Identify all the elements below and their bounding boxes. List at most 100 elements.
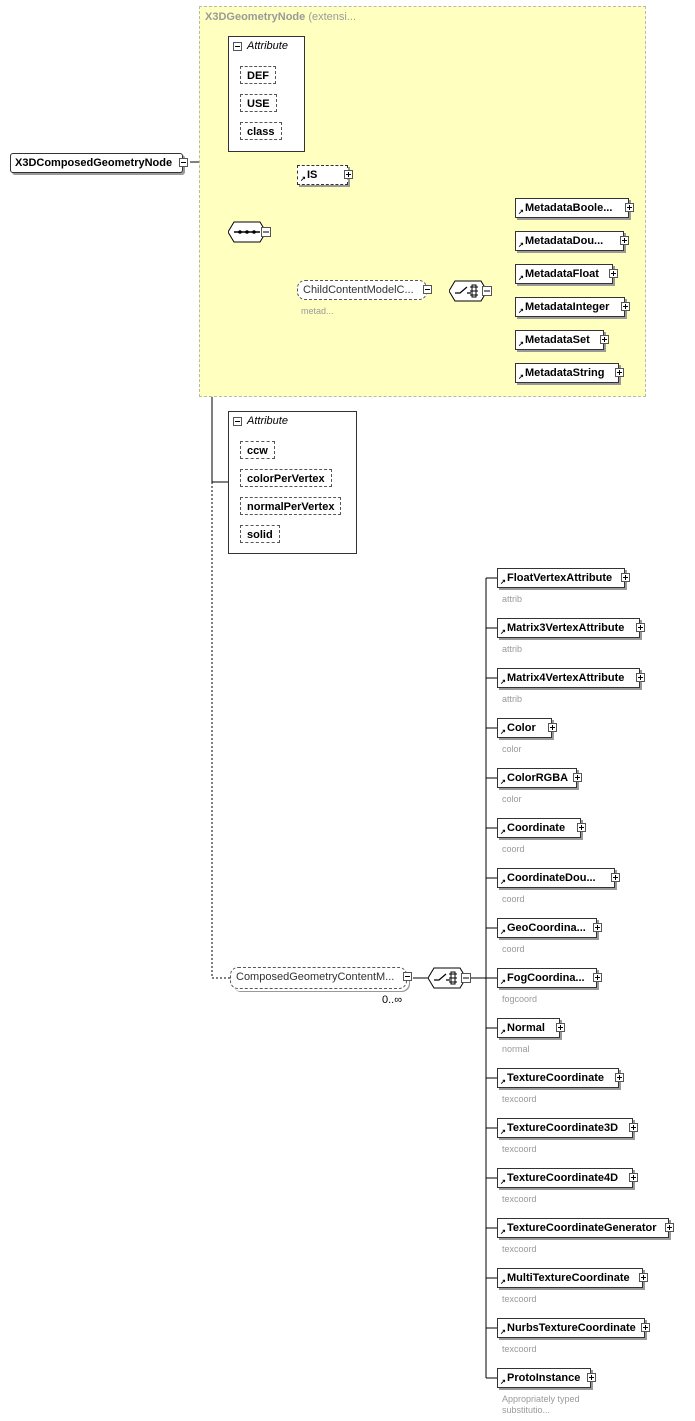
content-element-sublabel: texcoord	[502, 1294, 537, 1304]
reference-arrow-icon: ↗	[518, 374, 524, 381]
content-element[interactable]: ↗Normal	[497, 1018, 565, 1038]
attribute-color-per-vertex[interactable]: colorPerVertex	[240, 469, 332, 487]
attribute-group-header[interactable]: Attribute	[233, 415, 288, 427]
content-element-sublabel: texcoord	[502, 1144, 537, 1154]
content-element[interactable]: ↗NurbsTextureCoordinate	[497, 1318, 650, 1338]
metadata-element[interactable]: ↗ MetadataInteger	[515, 297, 630, 317]
collapse-icon[interactable]	[233, 41, 242, 51]
metadata-element[interactable]: ↗ MetadataSet	[515, 330, 609, 350]
content-element[interactable]: ↗Matrix4VertexAttribute	[497, 668, 645, 688]
expand-icon[interactable]	[636, 673, 645, 682]
expand-icon[interactable]	[609, 269, 618, 278]
expand-icon[interactable]	[641, 1323, 650, 1332]
expand-icon[interactable]	[615, 368, 624, 377]
expand-icon[interactable]	[629, 1173, 638, 1182]
attribute-solid[interactable]: solid	[240, 525, 280, 543]
expand-icon[interactable]	[573, 773, 582, 782]
expand-icon[interactable]	[629, 1123, 638, 1132]
reference-arrow-icon: ↗	[500, 629, 506, 636]
reference-arrow-icon: ↗	[500, 779, 506, 786]
content-element[interactable]: ↗Color	[497, 718, 557, 738]
expand-icon[interactable]	[665, 1223, 674, 1232]
expand-icon[interactable]	[615, 1073, 624, 1082]
reference-arrow-icon: ↗	[500, 829, 506, 836]
collapse-icon[interactable]	[233, 416, 242, 426]
reference-arrow-icon: ↗	[500, 879, 506, 886]
content-element[interactable]: ↗ProtoInstance	[497, 1368, 596, 1388]
content-element-sublabel: attrib	[502, 594, 523, 604]
collapse-icon[interactable]	[179, 158, 189, 167]
expand-icon[interactable]	[548, 723, 557, 732]
collapse-icon[interactable]	[423, 285, 432, 294]
occurrence-label: 0..∞	[382, 994, 403, 1006]
attribute-class[interactable]: class	[240, 122, 282, 140]
metadata-element-label: MetadataSet	[525, 334, 590, 346]
expand-icon[interactable]	[593, 973, 602, 982]
reference-arrow-icon: ↗	[518, 308, 524, 315]
content-element-label: TextureCoordinateGenerator	[507, 1222, 657, 1234]
content-element[interactable]: ↗TextureCoordinate	[497, 1068, 624, 1088]
content-element-label: NurbsTextureCoordinate	[507, 1322, 636, 1334]
content-element-sublabel: texcoord	[502, 1344, 537, 1354]
expand-icon[interactable]	[344, 170, 353, 179]
metadata-element[interactable]: ↗ MetadataBoole...	[515, 198, 634, 218]
reference-arrow-icon: ↗	[518, 341, 524, 348]
content-element[interactable]: ↗ColorRGBA	[497, 768, 582, 788]
content-element[interactable]: ↗FogCoordina...	[497, 968, 602, 988]
attribute-normal-per-vertex[interactable]: normalPerVertex	[240, 497, 342, 515]
content-element-label: ColorRGBA	[507, 772, 569, 784]
expand-icon[interactable]	[639, 1273, 648, 1282]
expand-icon[interactable]	[636, 623, 645, 632]
content-element-label: Matrix3VertexAttribute	[507, 622, 625, 634]
expand-icon[interactable]	[556, 1023, 565, 1032]
content-element-sublabel: attrib	[502, 644, 523, 654]
reference-arrow-icon: ↗	[500, 1129, 506, 1136]
attribute-use[interactable]: USE	[240, 94, 277, 112]
sequence-compositor[interactable]	[228, 221, 274, 243]
choice-compositor[interactable]	[449, 280, 495, 302]
content-element[interactable]: ↗GeoCoordina...	[497, 918, 602, 938]
reference-arrow-icon: ↗	[500, 1329, 506, 1336]
expand-icon[interactable]	[577, 823, 586, 832]
choice-compositor[interactable]	[428, 967, 474, 989]
metadata-element[interactable]: ↗ MetadataDou...	[515, 231, 629, 251]
metadata-element[interactable]: ↗ MetadataFloat	[515, 264, 618, 284]
content-element[interactable]: ↗TextureCoordinateGenerator	[497, 1218, 674, 1238]
metadata-element[interactable]: ↗ MetadataString	[515, 363, 624, 383]
content-element-label: FloatVertexAttribute	[507, 572, 613, 584]
expand-icon[interactable]	[621, 573, 630, 582]
expand-icon[interactable]	[625, 203, 634, 212]
content-element[interactable]: ↗Coordinate	[497, 818, 586, 838]
collapse-icon[interactable]	[403, 972, 412, 981]
content-element[interactable]: ↗CoordinateDou...	[497, 868, 620, 888]
composed-geometry-content-group[interactable]: ComposedGeometryContentM...	[230, 967, 412, 989]
content-element[interactable]: ↗FloatVertexAttribute	[497, 568, 630, 588]
content-element[interactable]: ↗MultiTextureCoordinate	[497, 1268, 648, 1288]
reference-arrow-icon: ↗	[500, 1029, 506, 1036]
attribute-def[interactable]: DEF	[240, 66, 276, 84]
content-element-label: GeoCoordina...	[507, 922, 586, 934]
content-element[interactable]: ↗Matrix3VertexAttribute	[497, 618, 645, 638]
attribute-ccw[interactable]: ccw	[240, 441, 275, 459]
content-element-label: Color	[507, 722, 536, 734]
content-element-label: TextureCoordinate3D	[507, 1122, 619, 1134]
expand-icon[interactable]	[621, 302, 630, 311]
child-content-group[interactable]: ChildContentModelC...	[297, 280, 432, 300]
content-element[interactable]: ↗TextureCoordinate3D	[497, 1118, 638, 1138]
attribute-group-title: Attribute	[247, 40, 288, 52]
content-element-sublabel: attrib	[502, 694, 523, 704]
is-element[interactable]: ↗ IS	[297, 165, 353, 185]
attribute-group-header[interactable]: Attribute	[233, 40, 288, 52]
content-element-label: MultiTextureCoordinate	[507, 1272, 630, 1284]
content-element-sublabel: color	[502, 794, 522, 804]
root-element-label: X3DComposedGeometryNode	[15, 157, 173, 169]
root-element[interactable]: X3DComposedGeometryNode	[10, 153, 189, 173]
expand-icon[interactable]	[587, 1373, 596, 1382]
expand-icon[interactable]	[611, 873, 620, 882]
metadata-element-label: MetadataFloat	[525, 268, 599, 280]
expand-icon[interactable]	[600, 335, 609, 344]
extension-title: X3DGeometryNode (extensi...	[205, 11, 357, 23]
expand-icon[interactable]	[593, 923, 602, 932]
expand-icon[interactable]	[620, 236, 629, 245]
content-element[interactable]: ↗TextureCoordinate4D	[497, 1168, 638, 1188]
